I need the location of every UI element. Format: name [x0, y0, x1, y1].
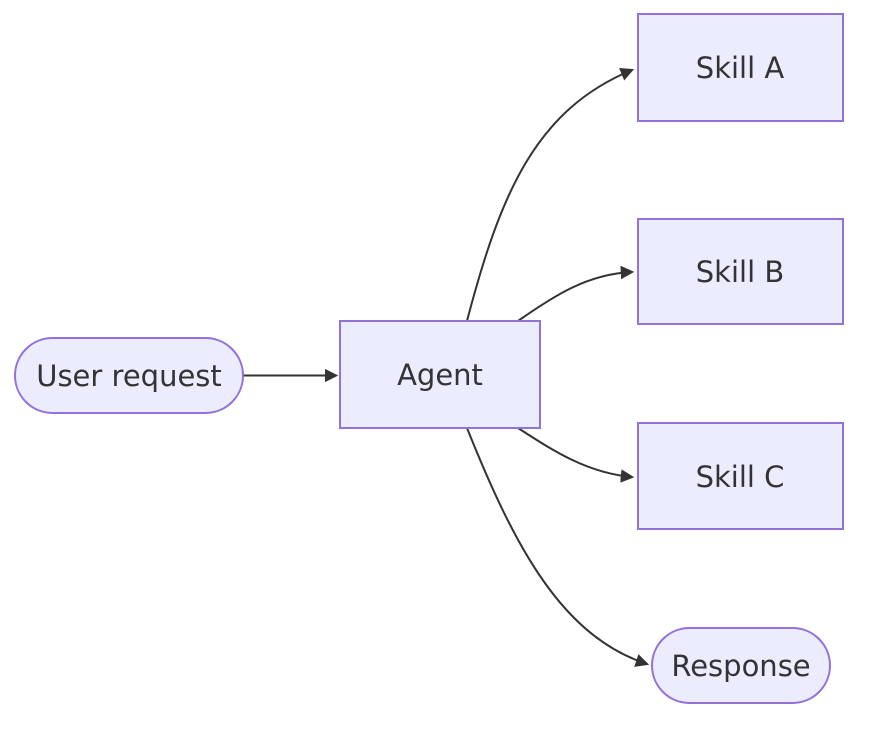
- node-response-shape: [651, 627, 831, 704]
- node-skill-b-label: Skill B: [696, 255, 785, 289]
- edge-agent-to-skill-b: [517, 265, 635, 322]
- node-skill-a: Skill A: [637, 13, 844, 122]
- node-user-request: User request: [14, 337, 244, 414]
- node-response-label: Response: [671, 649, 810, 683]
- node-response: Response: [651, 627, 831, 704]
- node-skill-b: Skill B: [637, 218, 844, 325]
- node-user-request-label: User request: [36, 359, 222, 393]
- edge-agent-to-skill-c: [517, 427, 635, 483]
- node-user-request-shape: [14, 337, 244, 414]
- node-skill-a-label: Skill A: [696, 51, 785, 85]
- node-skill-c: Skill C: [637, 422, 844, 530]
- node-agent-label: Agent: [397, 358, 483, 392]
- edge-agent-to-response: [466, 427, 650, 667]
- node-agent: Agent: [339, 320, 541, 429]
- node-agent-shape: [339, 320, 541, 429]
- node-skill-c-shape: [637, 422, 844, 530]
- node-skill-c-label: Skill C: [696, 460, 785, 494]
- edge-agent-to-skill-a: [466, 68, 635, 322]
- node-skill-b-shape: [637, 218, 844, 325]
- node-skill-a-shape: [637, 13, 844, 122]
- edges-layer: [243, 68, 650, 667]
